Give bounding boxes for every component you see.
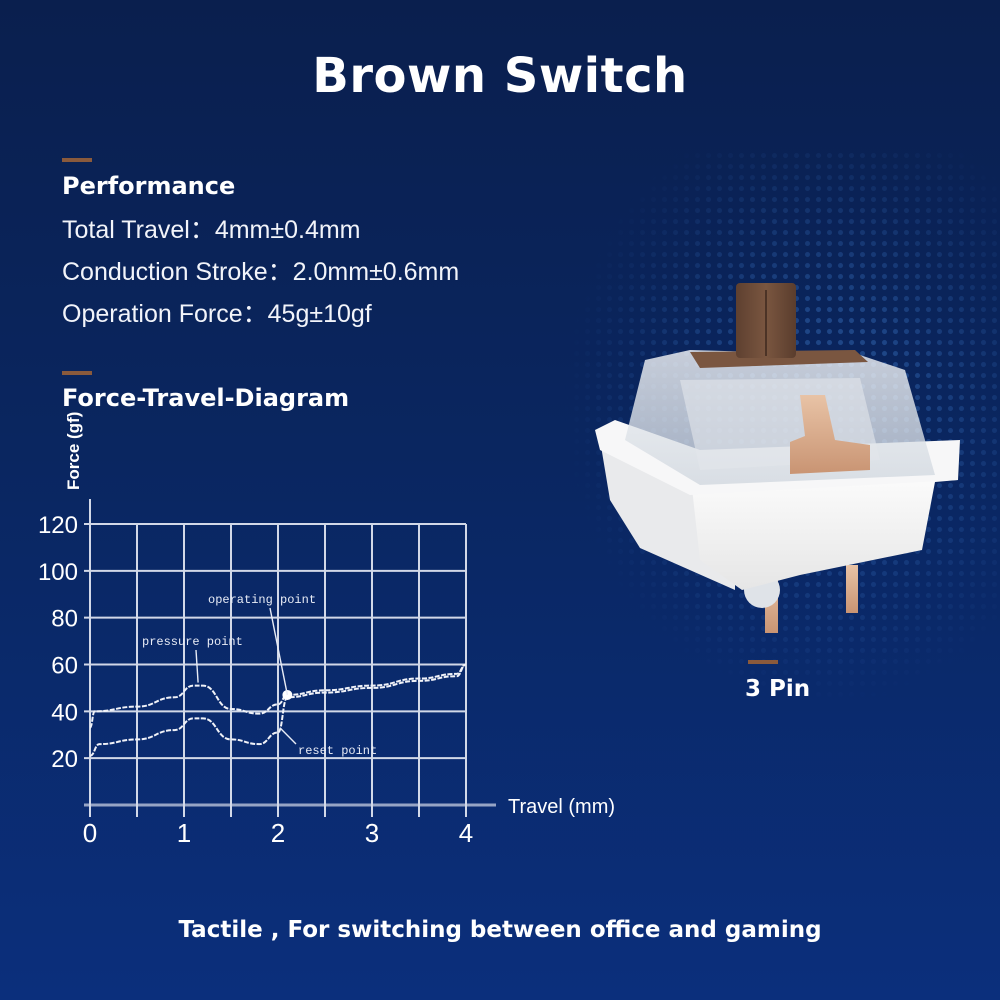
chart-curves: [89, 663, 467, 757]
svg-text:3: 3: [365, 818, 379, 848]
performance-heading: Performance: [62, 172, 236, 200]
accent-bar-performance: [62, 158, 92, 162]
spec-total-travel: Total Travel：4mm±0.4mm: [62, 216, 361, 244]
svg-text:4: 4: [459, 818, 473, 848]
svg-text:pressure point: pressure point: [142, 635, 243, 649]
pin-right: [846, 565, 858, 613]
svg-text:1: 1: [177, 818, 191, 848]
svg-text:2: 2: [271, 818, 285, 848]
svg-text:60: 60: [51, 653, 78, 680]
page-title: Brown Switch: [312, 48, 688, 104]
force-travel-chart: 20 40 60 80 100 120 0 1 2 3 4 pressure point operat…: [38, 412, 615, 848]
chart-annotations: pressure point operating point reset point: [142, 593, 377, 758]
curve-0: [89, 663, 467, 729]
copper-leaf: [790, 395, 870, 474]
y-axis-label: Force (gf): [64, 412, 83, 490]
accent-bar-diagram: [62, 371, 92, 375]
svg-text:0: 0: [83, 818, 97, 848]
chart-tick-labels: 20 40 60 80 100 120 0 1 2 3 4: [38, 512, 473, 848]
svg-text:120: 120: [38, 512, 78, 539]
stem-base: [690, 350, 868, 368]
caption-text: Tactile , For switching between office a…: [178, 917, 822, 943]
svg-text:100: 100: [38, 559, 78, 586]
svg-text:20: 20: [51, 746, 78, 773]
chart-grid: [84, 499, 496, 817]
pin-count-label: 3 Pin: [745, 676, 811, 702]
svg-text:operating point: operating point: [208, 593, 316, 607]
x-axis-label: Travel (mm): [508, 796, 615, 818]
curve-1: [89, 663, 467, 757]
accent-bar-pin: [748, 660, 778, 664]
spec-operation-force: Operation Force：45g±10gf: [62, 300, 372, 328]
svg-text:reset point: reset point: [298, 744, 377, 758]
diagram-heading: Force-Travel-Diagram: [62, 384, 350, 412]
spec-conduction-stroke: Conduction Stroke：2.0mm±0.6mm: [62, 258, 460, 286]
svg-text:80: 80: [51, 606, 78, 633]
switch-image: [595, 283, 960, 633]
svg-text:40: 40: [51, 699, 78, 726]
